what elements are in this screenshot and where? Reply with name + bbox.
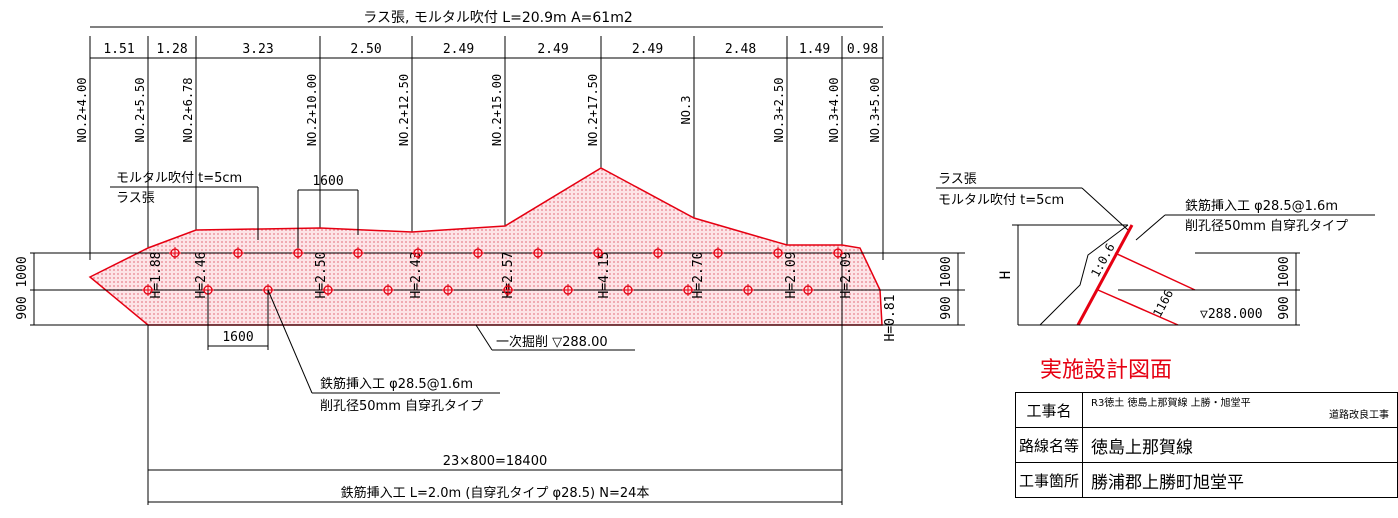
- title-block-label-location: 工事箇所: [1015, 462, 1083, 498]
- segment-length: 2.49: [537, 42, 568, 57]
- station-label: NO.2+15.00: [490, 74, 504, 146]
- rebar-summary: 鉄筋挿入工 L=2.0m (自穿孔タイプ φ28.5) N=24本: [341, 485, 650, 501]
- segment-length: 2.49: [632, 42, 663, 57]
- station-label: NO.2+4.00: [75, 77, 89, 142]
- right-dim-900: 900: [939, 296, 954, 319]
- station-label: NO.2+5.50: [133, 77, 147, 142]
- section-rebar-2: 削孔径50mm 自穿孔タイプ: [1185, 218, 1348, 234]
- main-title: 実施設計図面: [1040, 358, 1173, 383]
- station-label: NO.3+4.00: [827, 77, 841, 142]
- station-label: NO.2+12.50: [397, 74, 411, 146]
- section-dim-1000: 1000: [1277, 256, 1292, 287]
- left-dim-1000: 1000: [15, 256, 30, 287]
- segment-length: 2.49: [443, 42, 474, 57]
- spacing-bottom: 1600: [222, 330, 253, 345]
- section-length: 1166: [1150, 287, 1176, 319]
- station-label: NO.3: [679, 96, 693, 125]
- height-label: H=0.81: [883, 295, 898, 342]
- station-label: NO.3+2.50: [772, 77, 786, 142]
- title-block-label-route: 路線名等: [1015, 427, 1083, 463]
- total-spacing: 23×800=18400: [443, 454, 548, 469]
- height-label: H=2.46: [194, 252, 209, 299]
- station-label: NO.2+10.00: [305, 74, 319, 146]
- section-dim-900: 900: [1277, 296, 1292, 319]
- shotcrete-area: [88, 167, 883, 326]
- section-h: H: [998, 271, 1014, 279]
- title-block-value-route: 徳島上那賀線: [1082, 427, 1398, 463]
- station-label: NO.2+17.50: [586, 74, 600, 146]
- project-name-line-1: R3徳土 徳島上那賀線 上勝・旭堂平: [1091, 398, 1251, 409]
- station-label: NO.2+6.78: [181, 77, 195, 142]
- section-lath: ラス張: [938, 172, 977, 187]
- left-dim-900: 900: [15, 296, 30, 319]
- title-block-label-project: 工事名: [1015, 392, 1083, 428]
- title-block: 工事名 R3徳土 徳島上那賀線 上勝・旭堂平 道路改良工事 路線名等 徳島上那賀…: [1015, 392, 1398, 498]
- section-rebar-1: 鉄筋挿入工 φ28.5@1.6m: [1185, 198, 1338, 214]
- segment-length: 2.48: [725, 42, 756, 57]
- height-label: H=2.50: [314, 252, 329, 299]
- height-label: H=2.70: [691, 252, 706, 299]
- segment-length: 1.28: [156, 42, 187, 57]
- height-label: H=2.43: [409, 252, 424, 299]
- section-elevation: ▽288.000: [1200, 307, 1263, 322]
- title-block-value-location: 勝浦郡上勝町旭堂平: [1082, 462, 1398, 498]
- station-label: NO.3+5.00: [868, 77, 882, 142]
- segment-length: 3.23: [242, 42, 273, 57]
- title-block-value-project: R3徳土 徳島上那賀線 上勝・旭堂平 道路改良工事: [1082, 392, 1398, 428]
- section-mortar: モルタル吹付 t=5cm: [938, 193, 1064, 208]
- lath-label: ラス張: [116, 191, 155, 206]
- segment-length: 0.98: [847, 42, 878, 57]
- height-label: H=4.15: [597, 252, 612, 299]
- cross-section: ラス張 モルタル吹付 t=5cm 鉄筋挿入工 φ28.5@1.6m 削孔径50m…: [936, 172, 1375, 326]
- segment-length: 1.51: [103, 42, 134, 57]
- project-name-line-2: 道路改良工事: [1329, 410, 1389, 421]
- height-label: H=2.09: [839, 252, 854, 299]
- rebar-label-1: 鉄筋挿入工 φ28.5@1.6m: [320, 376, 473, 392]
- excavation-label: 一次掘削 ▽288.00: [496, 334, 608, 350]
- spacing-top: 1600: [312, 174, 343, 189]
- height-label: H=2.09: [784, 252, 799, 299]
- mortar-label: モルタル吹付 t=5cm: [116, 171, 242, 186]
- right-dim-1000: 1000: [939, 256, 954, 287]
- header-label: ラス張, モルタル吹付 L=20.9m A=61m2: [363, 10, 633, 26]
- segment-length: 1.49: [799, 42, 830, 57]
- segment-length: 2.50: [350, 42, 381, 57]
- rebar-label-2: 削孔径50mm 自穿孔タイプ: [320, 398, 483, 414]
- height-label: H=1.88: [149, 252, 164, 299]
